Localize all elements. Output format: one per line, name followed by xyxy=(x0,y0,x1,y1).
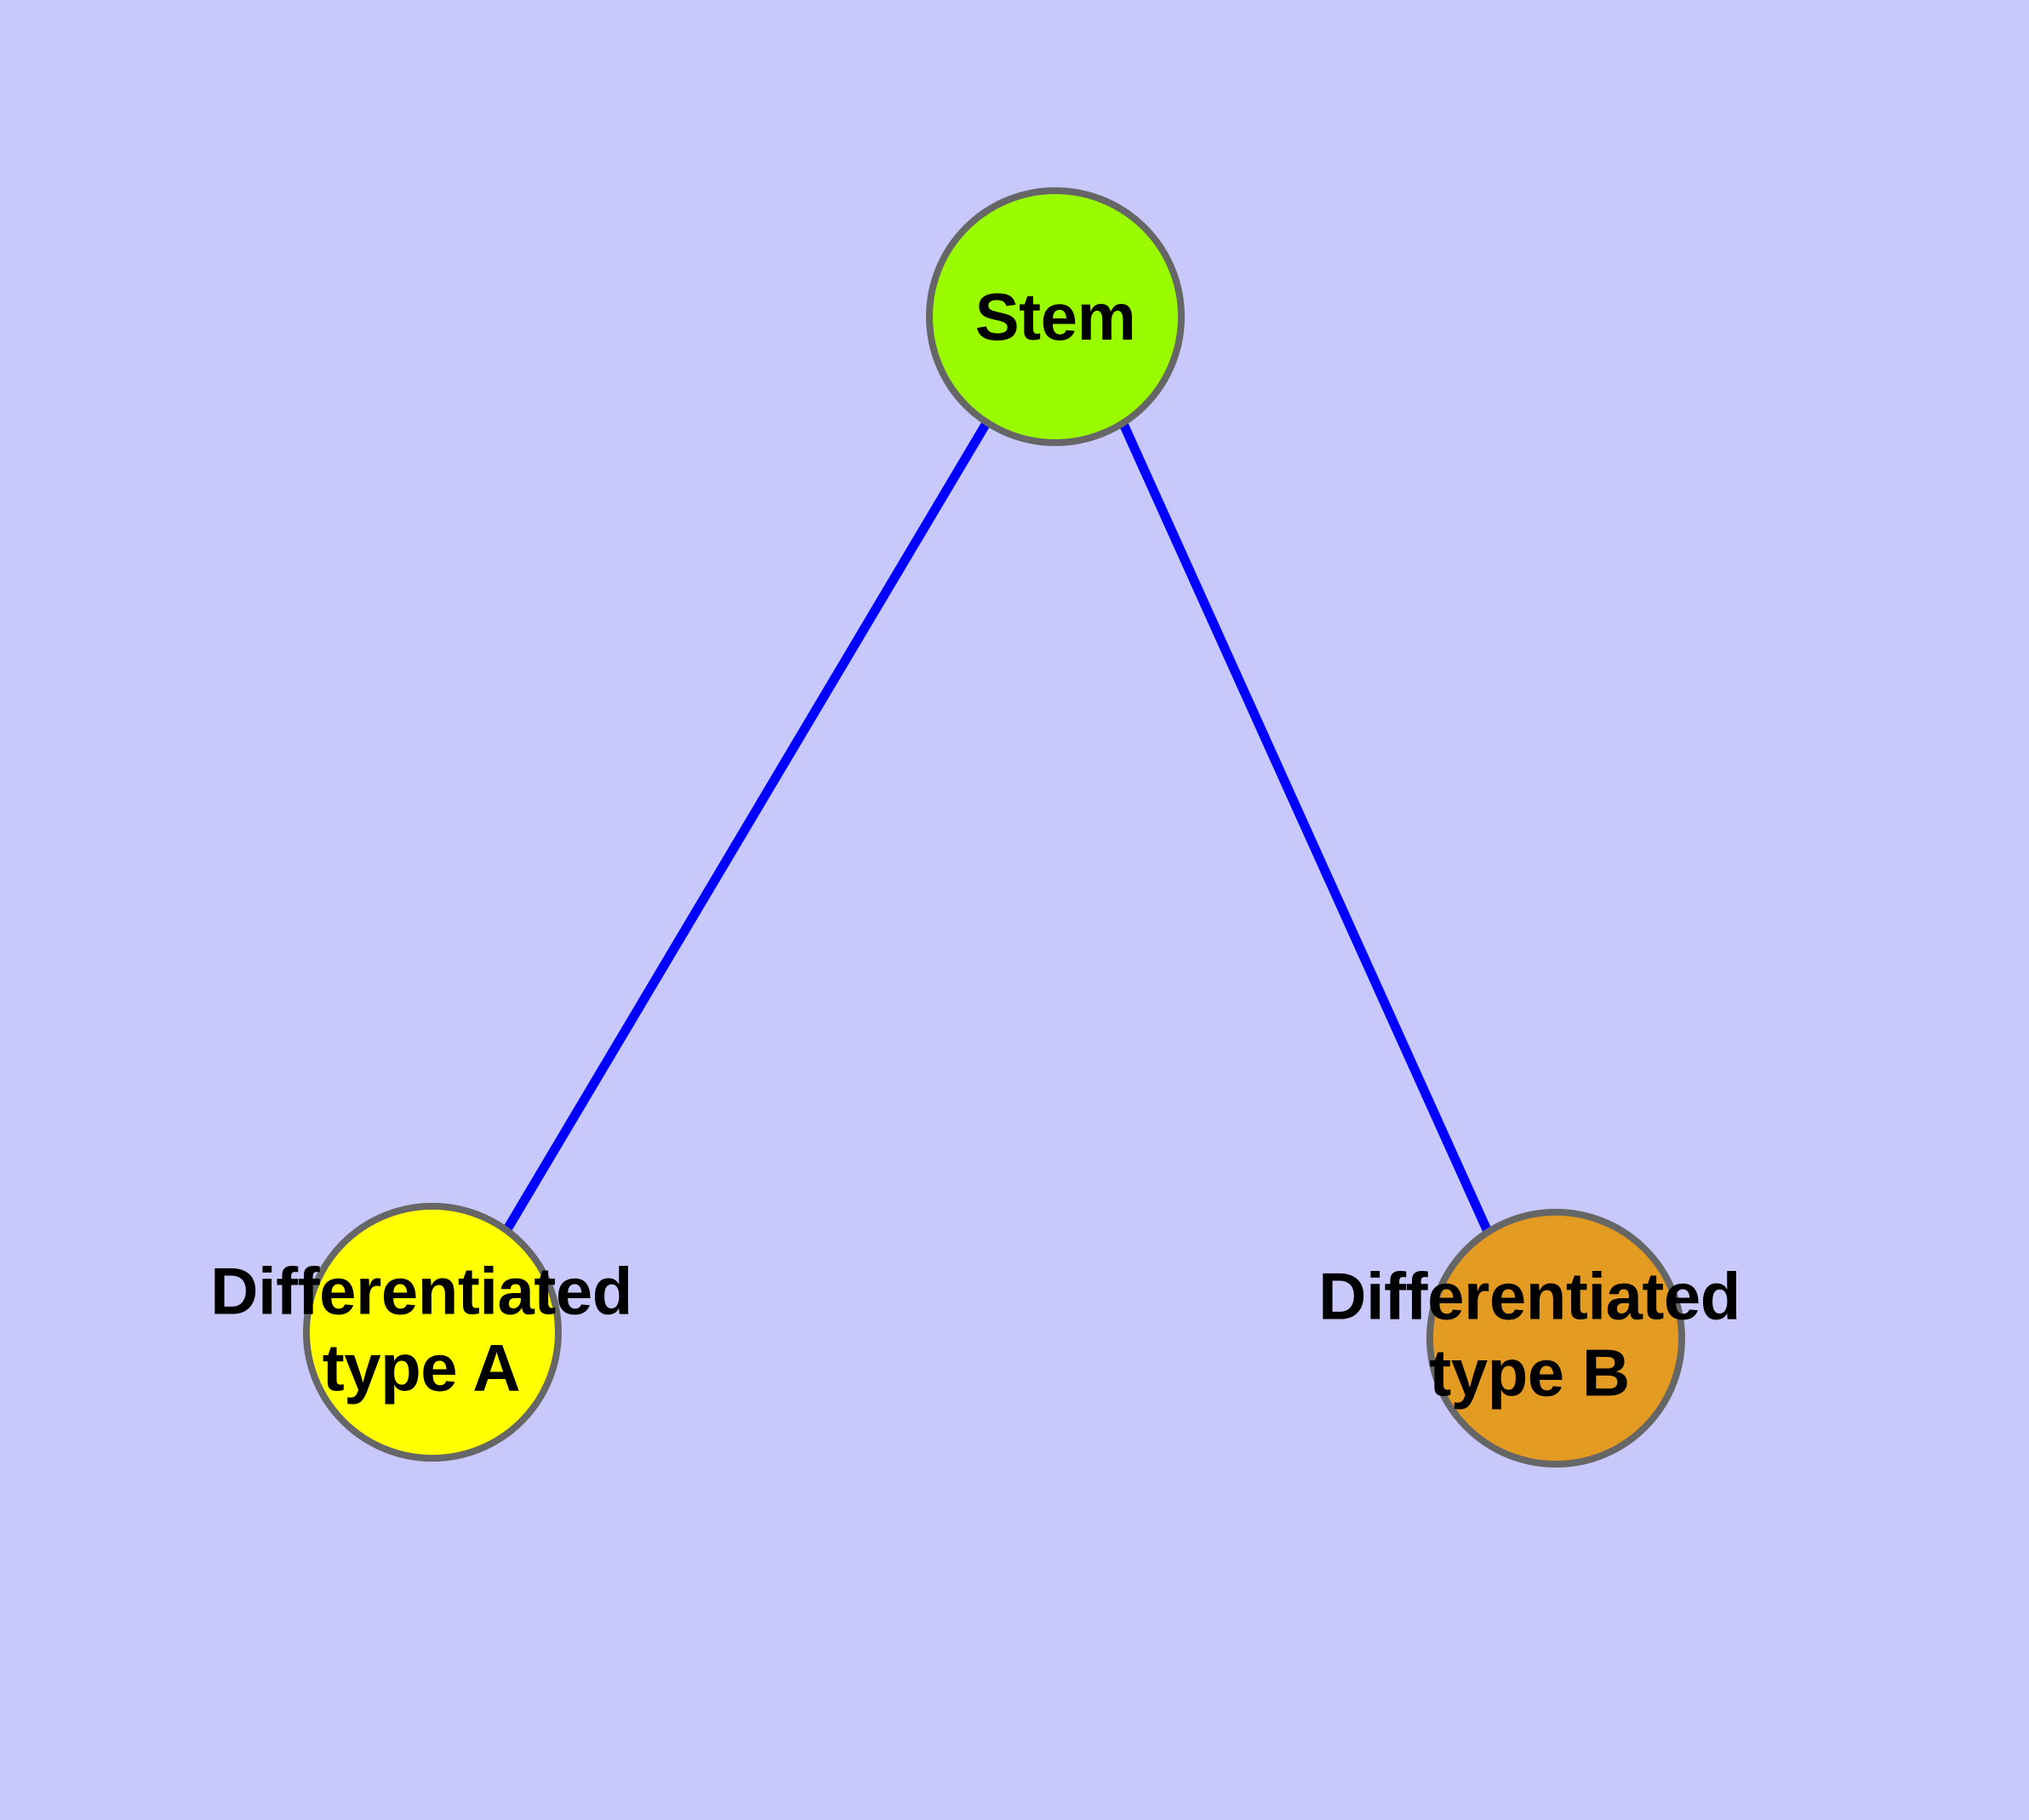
graph-node-diff-a[interactable] xyxy=(303,1203,562,1462)
graph-node-diff-b[interactable] xyxy=(1426,1209,1685,1468)
graph-edge[interactable] xyxy=(503,421,991,1232)
graph-edge[interactable] xyxy=(1118,421,1494,1236)
node-layer xyxy=(303,187,1685,1468)
graph-node-stem[interactable] xyxy=(926,187,1185,446)
edge-layer xyxy=(503,421,1494,1236)
